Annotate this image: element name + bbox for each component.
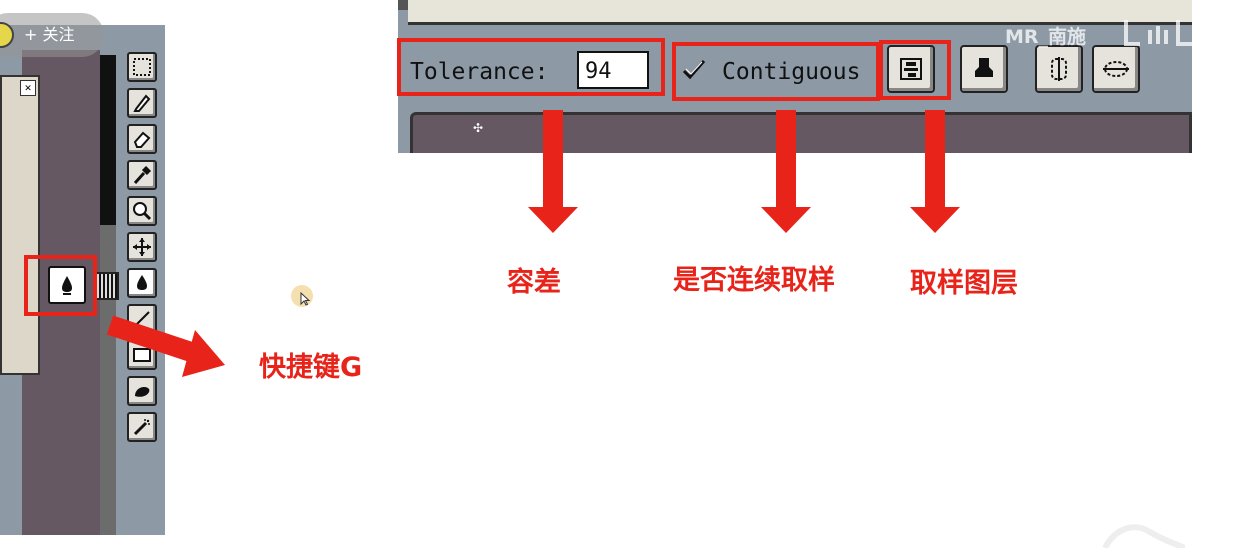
eraser-tool[interactable] [127, 124, 157, 154]
arrow-contiguous [776, 110, 796, 210]
arrow-sample-layer [925, 110, 945, 210]
annotation-sample-layer: 取样图层 [910, 268, 1018, 299]
ellipse-icon [135, 387, 150, 397]
contiguous-checkbox[interactable] [682, 58, 706, 82]
airbrush-icon [133, 419, 150, 436]
scrollbar-thumb[interactable] [100, 225, 116, 535]
highlight-contiguous-box [672, 42, 880, 101]
arrow-tolerance-head [528, 207, 578, 233]
zoom-icon [133, 202, 152, 221]
crosshair-icon: ✣ [473, 121, 484, 135]
rectangle-icon [133, 348, 151, 362]
tolerance-input[interactable]: 94 [577, 51, 649, 89]
zoom-tool[interactable] [127, 196, 157, 226]
eyedropper-icon [133, 165, 152, 185]
watermark-text: MR_南施 [1005, 26, 1087, 48]
arrow-shortcut [106, 315, 225, 377]
paint-bucket-icon [62, 276, 72, 295]
marquee-icon [133, 58, 151, 76]
annotation-contiguous: 是否连续取样 [673, 265, 835, 296]
bar-frame-inner [408, 0, 1192, 25]
mode-b-button[interactable] [1092, 45, 1140, 93]
bracket-icon [1051, 57, 1067, 81]
highlight-sample-layer-box [879, 40, 951, 100]
window-close-button[interactable]: ✕ [20, 80, 36, 96]
highlight-tolerance-box [397, 38, 665, 96]
mode-a-button[interactable] [1035, 45, 1083, 93]
eyedropper-tool[interactable] [127, 160, 157, 190]
annotation-tolerance: 容差 [507, 267, 561, 298]
move-icon [133, 238, 151, 256]
airbrush-tool[interactable] [127, 412, 157, 442]
contiguous-label: Contiguous [722, 59, 861, 85]
paint-bucket-icon [137, 275, 147, 290]
mouse-pointer-icon [300, 292, 310, 306]
eraser-icon [133, 131, 151, 148]
stamp-icon [975, 58, 993, 77]
highlight-bucket-box [24, 255, 97, 316]
paint-bucket-button-highlight[interactable] [48, 266, 86, 304]
annotation-shortcut: 快捷键G [259, 352, 363, 383]
layers-icon [900, 58, 922, 80]
stamp-button[interactable] [960, 45, 1008, 93]
oval-icon [1103, 61, 1129, 77]
canvas-area-top [410, 112, 1192, 153]
move-tool[interactable] [127, 232, 157, 262]
pencil-icon [133, 94, 151, 112]
ellipse-tool[interactable] [127, 376, 157, 406]
bilibili-logo-icon [1124, 20, 1206, 46]
arrow-sample-layer-head [910, 207, 960, 233]
arrow-contiguous-head [761, 207, 811, 233]
follow-button[interactable]: + 关注 [24, 25, 75, 44]
pencil-tool[interactable] [127, 88, 157, 118]
sample-merged-button[interactable] [887, 45, 935, 93]
tolerance-label: Tolerance: [410, 59, 549, 85]
follow-pill[interactable] [0, 13, 104, 57]
paint-bucket-tool[interactable] [127, 268, 157, 298]
marquee-tool[interactable] [127, 52, 157, 82]
document-window [0, 75, 40, 375]
sparkle-icon [1102, 524, 1185, 548]
arrow-tolerance [543, 110, 563, 210]
